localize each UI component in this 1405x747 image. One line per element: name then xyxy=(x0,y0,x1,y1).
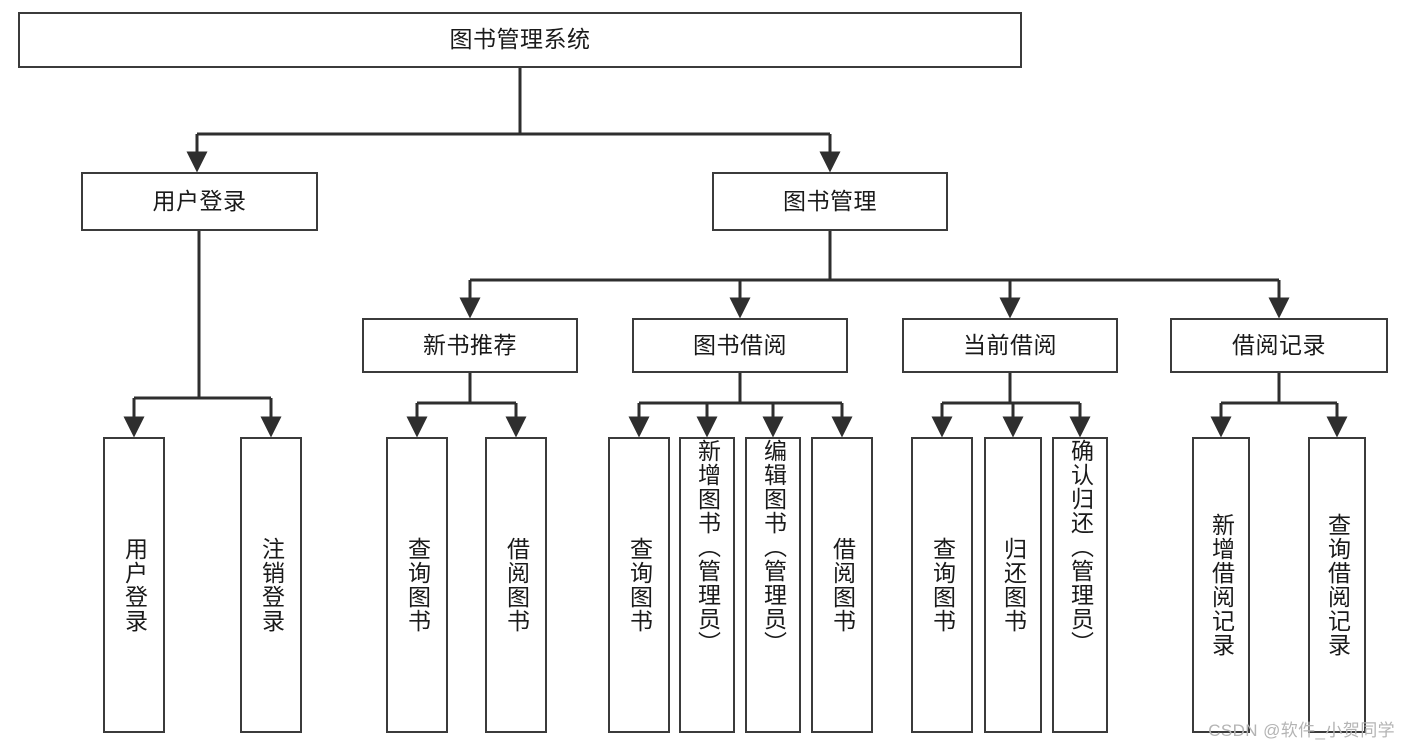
node-label: 注销登录 xyxy=(258,537,285,633)
leaf-edit-book-admin[interactable]: 编辑图书（管理员） xyxy=(745,437,801,733)
node-label: 新增图书（管理员） xyxy=(694,439,721,655)
node-label: 新增借阅记录 xyxy=(1208,513,1235,657)
node-label: 查询图书 xyxy=(404,537,431,633)
node-label: 查询图书 xyxy=(626,537,653,633)
node-label: 用户登录 xyxy=(121,537,148,633)
node-label: 借阅图书 xyxy=(503,537,530,633)
node-new-book-recommendation[interactable]: 新书推荐 xyxy=(362,318,578,373)
node-label: 图书管理 xyxy=(783,187,877,214)
node-label: 确认归还（管理员） xyxy=(1067,439,1094,655)
node-label: 图书借阅 xyxy=(693,331,787,358)
leaf-query-borrowing-record[interactable]: 查询借阅记录 xyxy=(1308,437,1366,733)
node-label: 当前借阅 xyxy=(963,331,1057,358)
node-label: 图书管理系统 xyxy=(449,26,591,53)
node-label: 借阅记录 xyxy=(1232,331,1326,358)
leaf-add-borrowing-record[interactable]: 新增借阅记录 xyxy=(1192,437,1250,733)
node-borrowing-records[interactable]: 借阅记录 xyxy=(1170,318,1388,373)
leaf-user-login[interactable]: 用户登录 xyxy=(103,437,165,733)
node-root-book-management-system[interactable]: 图书管理系统 xyxy=(18,12,1022,68)
node-label: 用户登录 xyxy=(152,187,247,214)
node-label: 归还图书 xyxy=(1000,537,1027,633)
node-label: 新书推荐 xyxy=(423,331,517,358)
node-book-management[interactable]: 图书管理 xyxy=(712,172,948,231)
node-label: 借阅图书 xyxy=(829,537,856,633)
node-book-borrowing[interactable]: 图书借阅 xyxy=(632,318,848,373)
leaf-borrow-books-newbook[interactable]: 借阅图书 xyxy=(485,437,547,733)
leaf-query-books-newbook[interactable]: 查询图书 xyxy=(386,437,448,733)
node-label: 查询借阅记录 xyxy=(1324,513,1351,657)
leaf-confirm-return-admin[interactable]: 确认归还（管理员） xyxy=(1052,437,1108,733)
node-current-borrowing[interactable]: 当前借阅 xyxy=(902,318,1118,373)
leaf-query-books-borrowing[interactable]: 查询图书 xyxy=(608,437,670,733)
leaf-query-books-current[interactable]: 查询图书 xyxy=(911,437,973,733)
leaf-add-book-admin[interactable]: 新增图书（管理员） xyxy=(679,437,735,733)
leaf-return-books[interactable]: 归还图书 xyxy=(984,437,1042,733)
watermark-text: CSDN @软件_小贺同学 xyxy=(1208,721,1395,740)
node-label: 编辑图书（管理员） xyxy=(760,439,787,655)
node-label: 查询图书 xyxy=(929,537,956,633)
leaf-logout[interactable]: 注销登录 xyxy=(240,437,302,733)
node-user-login[interactable]: 用户登录 xyxy=(81,172,318,231)
leaf-borrow-books[interactable]: 借阅图书 xyxy=(811,437,873,733)
